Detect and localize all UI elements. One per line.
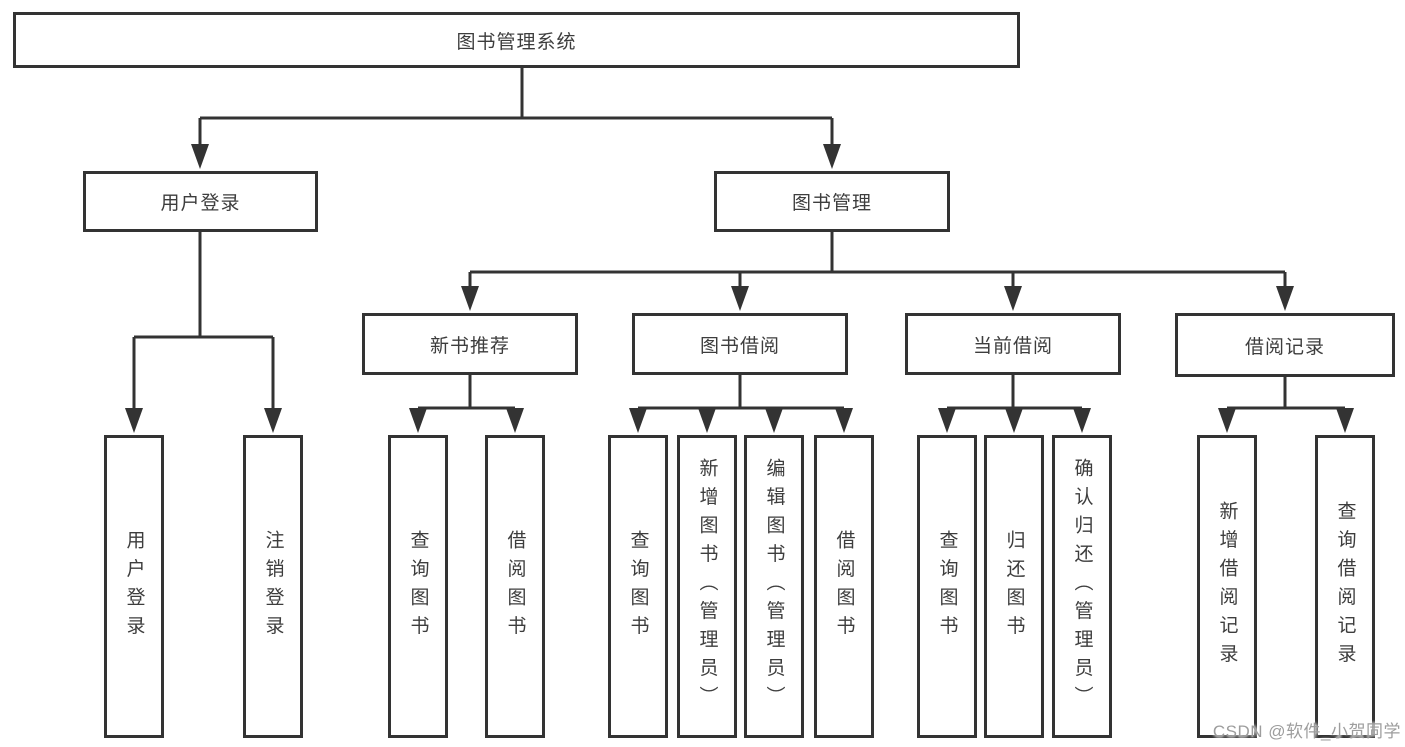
leaf-query-borrow-record: 查询借阅记录 bbox=[1315, 435, 1375, 738]
node-label: 注销登录 bbox=[262, 529, 284, 644]
node-label: 借阅图书 bbox=[504, 529, 526, 644]
node-user-login: 用户登录 bbox=[83, 171, 318, 232]
leaf-borrow-books: 借阅图书 bbox=[814, 435, 874, 738]
node-label: 查询借阅记录 bbox=[1334, 501, 1356, 672]
leaf-query-books-current: 查询图书 bbox=[917, 435, 977, 738]
node-borrowing-records: 借阅记录 bbox=[1175, 313, 1395, 377]
arrowhead bbox=[191, 144, 209, 169]
node-label: 新增借阅记录 bbox=[1216, 501, 1238, 672]
node-new-book-recommendation: 新书推荐 bbox=[362, 313, 578, 375]
node-label: 借阅图书 bbox=[833, 529, 855, 644]
arrowhead bbox=[1004, 286, 1022, 311]
node-current-borrowing: 当前借阅 bbox=[905, 313, 1121, 375]
node-label: 查询图书 bbox=[407, 529, 429, 644]
node-label: 确认归还（管理员） bbox=[1071, 458, 1093, 715]
node-label: 查询图书 bbox=[936, 529, 958, 644]
leaf-edit-books-admin: 编辑图书（管理员） bbox=[744, 435, 804, 738]
node-label: 新书推荐 bbox=[429, 335, 510, 357]
node-label: 用户登录 bbox=[160, 193, 241, 214]
arrowhead bbox=[125, 408, 143, 433]
leaf-user-login: 用户登录 bbox=[104, 435, 164, 738]
arrowhead bbox=[698, 408, 716, 433]
leaf-query-books-recommend: 查询图书 bbox=[388, 435, 448, 738]
arrowhead bbox=[1276, 286, 1294, 311]
node-book-management: 图书管理 bbox=[714, 171, 950, 232]
arrowhead bbox=[1336, 408, 1354, 433]
node-label: 图书管理 bbox=[791, 193, 872, 214]
leaf-confirm-return-admin: 确认归还（管理员） bbox=[1052, 435, 1112, 738]
arrowhead bbox=[938, 408, 956, 433]
arrowhead bbox=[1005, 408, 1023, 433]
node-label: 归还图书 bbox=[1003, 529, 1025, 644]
arrowhead bbox=[409, 408, 427, 433]
leaf-add-books-admin: 新增图书（管理员） bbox=[677, 435, 737, 738]
arrowhead bbox=[506, 408, 524, 433]
leaf-logout: 注销登录 bbox=[243, 435, 303, 738]
node-label: 编辑图书（管理员） bbox=[763, 458, 785, 715]
arrowhead bbox=[731, 286, 749, 311]
arrowhead bbox=[765, 408, 783, 433]
arrowhead bbox=[1218, 408, 1236, 433]
arrowhead bbox=[823, 144, 841, 169]
node-label: 图书管理系统 bbox=[456, 31, 577, 53]
node-label: 查询图书 bbox=[627, 529, 649, 644]
arrowhead bbox=[629, 408, 647, 433]
node-library-system: 图书管理系统 bbox=[13, 12, 1020, 68]
arrowhead bbox=[835, 408, 853, 433]
leaf-return-books: 归还图书 bbox=[984, 435, 1044, 738]
csdn-watermark: CSDN @软件_小贺同学 bbox=[1212, 722, 1401, 741]
node-label: 新增图书（管理员） bbox=[696, 458, 718, 715]
leaf-query-books-borrowing: 查询图书 bbox=[608, 435, 668, 738]
arrowhead bbox=[1073, 408, 1091, 433]
node-label: 当前借阅 bbox=[972, 335, 1053, 357]
node-label: 借阅记录 bbox=[1244, 336, 1325, 358]
arrowhead bbox=[264, 408, 282, 433]
node-label: 用户登录 bbox=[123, 529, 145, 644]
leaf-add-borrow-record: 新增借阅记录 bbox=[1197, 435, 1257, 738]
node-label: 图书借阅 bbox=[699, 335, 780, 357]
arrowhead bbox=[461, 286, 479, 311]
leaf-borrow-books-recommend: 借阅图书 bbox=[485, 435, 545, 738]
node-book-borrowing: 图书借阅 bbox=[632, 313, 848, 375]
